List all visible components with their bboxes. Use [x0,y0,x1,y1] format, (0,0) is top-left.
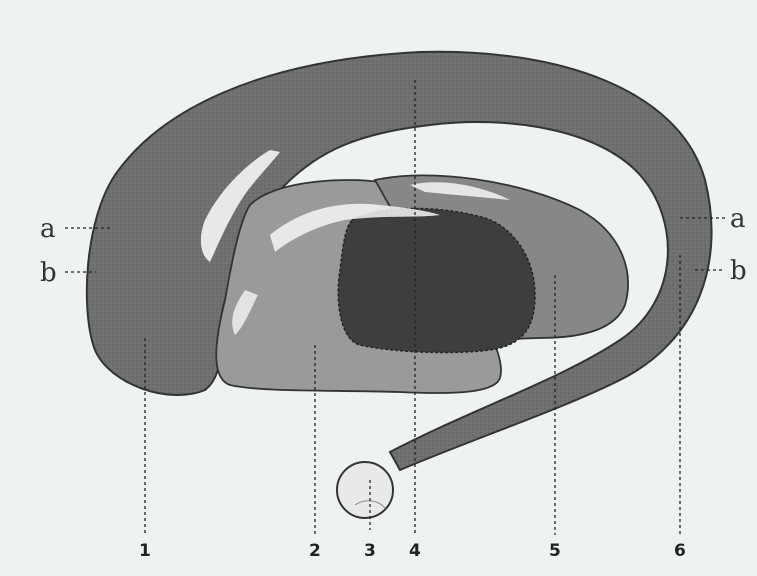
label-number-3: 3 [364,541,376,561]
bulb-structure [337,462,393,518]
label-number-5: 5 [549,541,561,561]
label-number-1: 1 [139,541,151,561]
label-left-b: b [40,258,57,288]
label-number-4: 4 [409,541,421,561]
label-left-a: a [40,214,56,244]
label-right-b: b [730,256,747,286]
label-number-6: 6 [674,541,686,561]
dark-core-structure [338,208,535,352]
label-right-a: a [730,204,746,234]
label-number-2: 2 [309,541,321,561]
